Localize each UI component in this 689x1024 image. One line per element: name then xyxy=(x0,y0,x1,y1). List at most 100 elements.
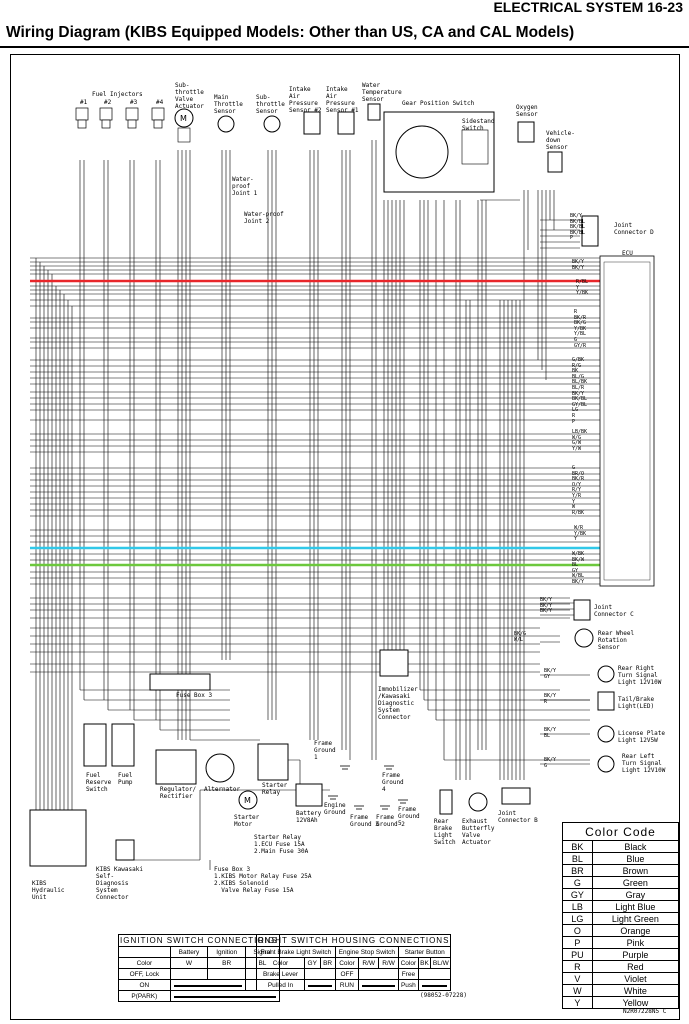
fuel-pump-label: Fuel Pump xyxy=(118,772,133,786)
subthrottle-actuator-label: Sub- throttle Valve Actuator xyxy=(175,82,204,110)
sidestand-label: Sidestand Switch xyxy=(462,118,495,132)
ecu-label: ECU xyxy=(622,250,633,257)
color-code-abbrev: V xyxy=(562,972,593,985)
joint-d-label: Joint Connector D xyxy=(614,222,654,236)
regulator-rectifier xyxy=(155,749,197,785)
starter-relay-label: Starter Relay xyxy=(262,782,288,796)
right-switch-title: RIGHT SWITCH HOUSING CONNECTIONS xyxy=(255,934,452,947)
color-code-abbrev: P xyxy=(562,936,593,949)
rs-row1-starter: Free xyxy=(398,968,419,980)
color-code-name: Orange xyxy=(591,924,680,937)
color-code-name: Violet xyxy=(591,972,680,985)
color-code-title: Color Code xyxy=(562,822,679,841)
water-temp-label: Water Temperature Sensor xyxy=(362,82,402,103)
rs-row2-brake: Pulled In xyxy=(256,979,305,991)
tail-brake-light xyxy=(597,691,615,711)
fuse-box-3-note: Fuse Box 3 1.KIBS Motor Relay Fuse 25A 2… xyxy=(214,866,312,894)
turn-l-pin-labels: BK/Y G xyxy=(544,757,557,769)
intake-pressure-1-label: Intake Air Pressure Sensor #1 xyxy=(326,86,359,114)
injector-1-label: #1 xyxy=(80,99,88,106)
rear-brake-label: Rear Brake Light Switch xyxy=(434,818,456,846)
color-code-abbrev: Y xyxy=(562,996,593,1009)
kibs-hydraulic-unit xyxy=(29,809,87,867)
exhaust-valve-actuator xyxy=(468,792,488,812)
license-plate-light xyxy=(597,725,615,743)
fuel-pump xyxy=(111,723,135,767)
water-temp-sensor xyxy=(367,103,381,121)
tail-pin-labels: BK/Y R xyxy=(544,693,557,705)
rear-left-turn-light xyxy=(597,755,615,773)
rs-color-6: Color xyxy=(398,957,419,969)
immobilizer-label: Immobilizer /Kawasaki Diagnostic System … xyxy=(378,686,418,721)
injector-3-label: #3 xyxy=(130,99,138,106)
rs-color-5: R/W xyxy=(378,957,399,969)
alternator-label: Alternator xyxy=(204,786,241,793)
svg-text:M: M xyxy=(180,114,187,123)
rs-color-2: BR xyxy=(319,957,336,969)
main-throttle-sensor-label: Main Throttle Sensor xyxy=(214,94,243,115)
rs-color-8: BL/W xyxy=(430,957,452,969)
ecu-block xyxy=(599,255,655,587)
rs-color-7: BK xyxy=(417,957,432,969)
frame-ground-2-label: Frame Ground 2 xyxy=(376,814,405,828)
ign-color-label: Color xyxy=(118,957,171,969)
color-code-abbrev: BR xyxy=(562,864,593,877)
subthrottle-sensor xyxy=(263,115,281,133)
joint-connector-d xyxy=(581,215,599,247)
starter-motor-label: Starter Motor xyxy=(234,814,260,828)
color-code-abbrev: G xyxy=(562,876,593,889)
fuse-box-3-label: Fuse Box 3 xyxy=(176,692,213,699)
color-code-abbrev: O xyxy=(562,924,593,937)
license-plate-label: License Plate Light 12V5W xyxy=(618,730,665,744)
subthrottle-actuator xyxy=(174,108,194,128)
intake-pressure-sensor-1 xyxy=(337,111,355,135)
vehicle-down-label: Vehicle- down Sensor xyxy=(546,130,575,151)
color-code-name: Light Blue xyxy=(591,900,680,913)
ign-color-battery: W xyxy=(169,957,209,969)
ecu-pin-labels-g: W/R Y/BK Y xyxy=(574,525,587,543)
joint-connector-c xyxy=(573,599,591,621)
rs-color-4: R/W xyxy=(358,957,380,969)
tail-brake-label: Tail/Brake Light(LED) xyxy=(618,696,655,710)
starter-relay-note: Starter Relay 1.ECU Fuse 15A 2.Main Fuse… xyxy=(254,834,309,855)
frame-ground-1-label: Frame Ground 1 xyxy=(314,740,336,761)
ign-park-connection xyxy=(169,990,280,1002)
kibs-diag-label: KIBS Kawasaki Self- Diagnosis System Con… xyxy=(96,866,143,901)
rear-left-turn-label: Rear Left Turn Signal Light 12V10W xyxy=(622,753,666,774)
color-code-name: Black xyxy=(591,840,680,853)
color-code-abbrev: BK xyxy=(562,840,593,853)
alternator xyxy=(205,753,235,783)
color-code-abbrev: R xyxy=(562,960,593,973)
page-title: Wiring Diagram (KIBS Equipped Models: Ot… xyxy=(6,24,575,41)
color-code-name: Brown xyxy=(591,864,680,877)
title-rule xyxy=(0,46,689,48)
rear-wheel-pin-labels: BK/G W/L xyxy=(514,631,527,643)
color-code-name: Green xyxy=(591,876,680,889)
rs-group-stop: Engine Stop Switch xyxy=(334,946,400,958)
ign-row-park: P(PARK) xyxy=(118,990,171,1002)
immobilizer-connector xyxy=(379,649,409,677)
color-code-name: Blue xyxy=(591,852,680,865)
rs-color-0: Color xyxy=(256,957,305,969)
color-code-abbrev: LB xyxy=(562,900,593,913)
color-code-abbrev: W xyxy=(562,984,593,997)
section-header: ELECTRICAL SYSTEM 16-23 xyxy=(493,0,683,15)
joint-c-pin-labels: BK/Y BK/Y BK/Y xyxy=(540,597,553,615)
joint-d-pin-labels: BK/Y BK/BL BK/BL BK/BL P xyxy=(570,213,586,242)
oxygen-sensor xyxy=(517,121,535,143)
diagram-frame xyxy=(10,54,680,1020)
color-code-name: Gray xyxy=(591,888,680,901)
rs-row2-brake-conn xyxy=(303,979,336,991)
joint-connector-b xyxy=(501,787,531,805)
color-code-name: Purple xyxy=(591,948,680,961)
